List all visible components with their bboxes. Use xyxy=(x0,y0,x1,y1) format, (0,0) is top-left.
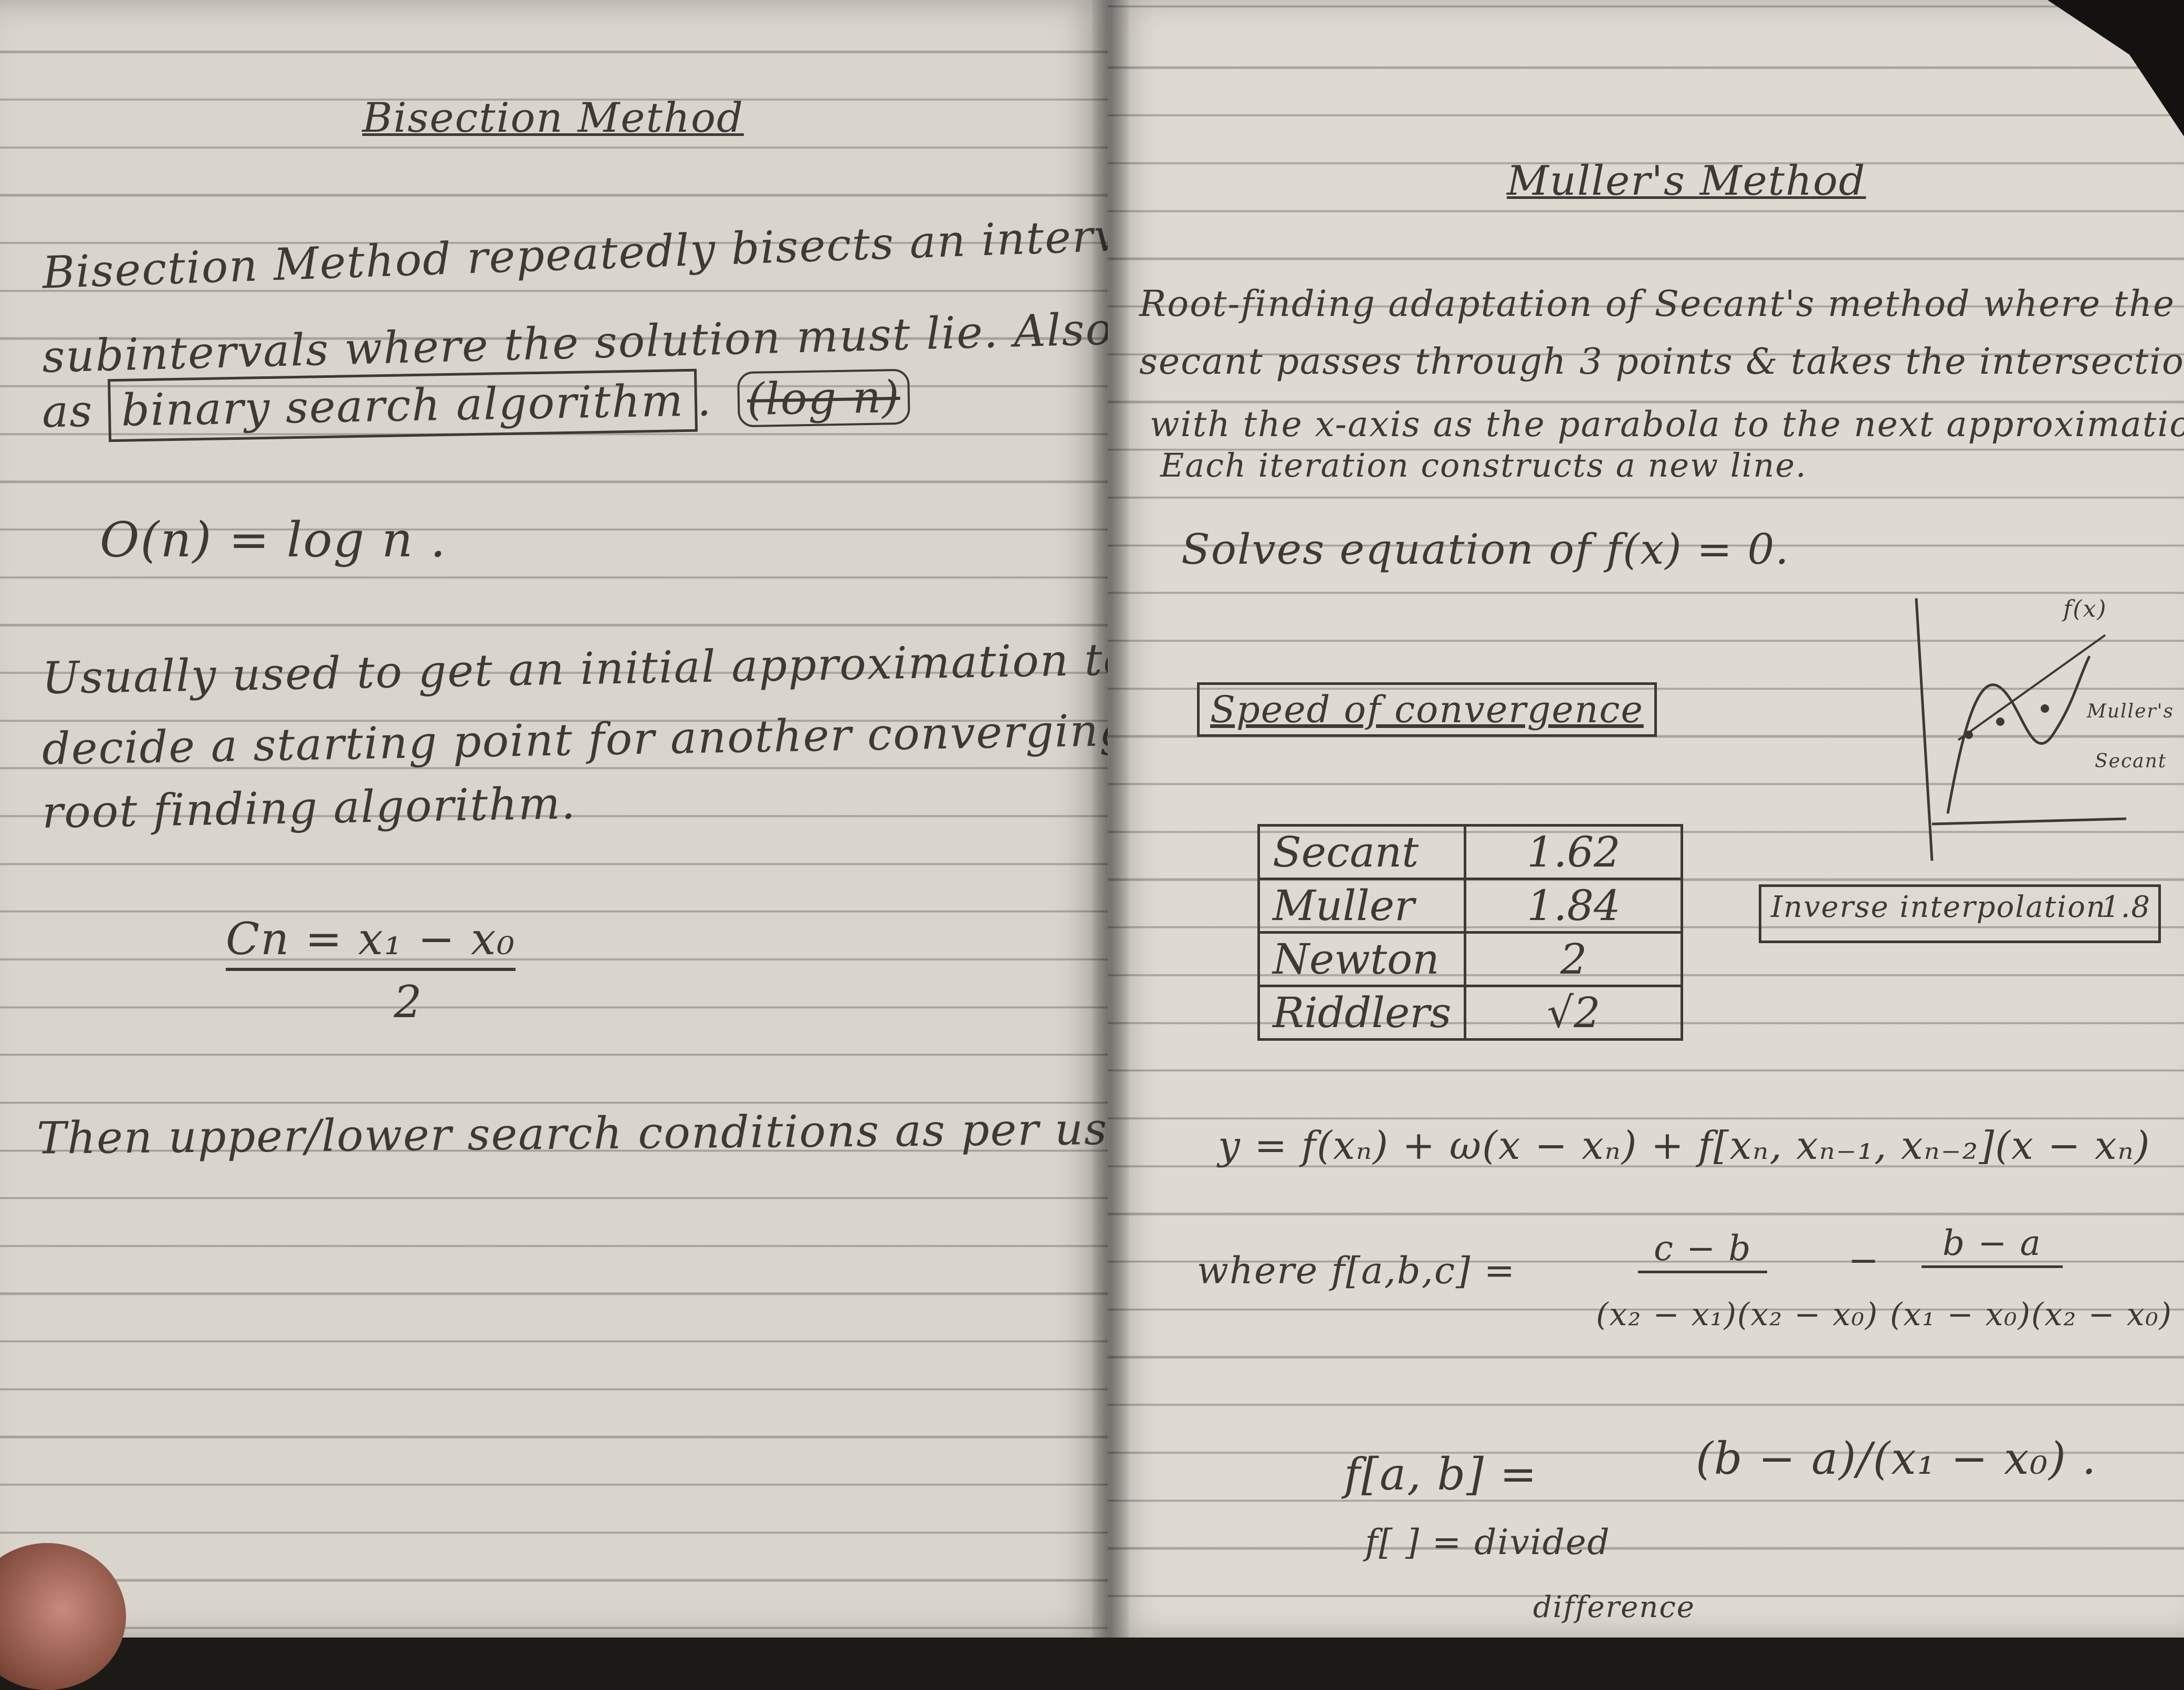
table-cell-rate: 1.62 xyxy=(1464,824,1684,880)
struck-log-note: (log n) xyxy=(737,368,910,428)
fraction2-denominator: (x₁ − x₀)(x₂ − x₀) xyxy=(1890,1296,2173,1333)
bisection-para1-prefix: as xyxy=(41,385,94,438)
graph-secant-line xyxy=(1957,634,2106,741)
bisection-closing-line: Then upper/lower search conditions as pe… xyxy=(36,1102,1108,1164)
graph-secant-label: Secant xyxy=(2095,751,2167,772)
divided-difference-where: where f[a,b,c] = xyxy=(1197,1249,1516,1292)
table-row: Muller 1.84 xyxy=(1257,878,1684,934)
convergence-speed-table: Secant 1.62 Muller 1.84 Newton 2 Riddler… xyxy=(1257,824,1684,1041)
muller-para1-line2: secant passes through 3 points & takes t… xyxy=(1139,341,2184,383)
first-divided-difference-rhs: (b − a)/(x₁ − x₀) . xyxy=(1696,1433,2097,1484)
speed-of-convergence-heading: Speed of convergence xyxy=(1197,682,1657,737)
graph-fx-label: f(x) xyxy=(2063,596,2107,622)
muller-para1-line1: Root-finding adaptation of Secant's meth… xyxy=(1139,283,2176,325)
muller-para1-line3: with the x-axis as the parabola to the n… xyxy=(1150,404,2184,445)
table-row: Newton 2 xyxy=(1257,931,1684,987)
bisection-para1-line2: subintervals where the solution must lie… xyxy=(41,299,1108,383)
table-cell-method: Riddlers xyxy=(1257,985,1467,1041)
table-row: Secant 1.62 xyxy=(1257,824,1684,880)
graph-point xyxy=(2041,704,2049,713)
midpoint-formula-numerator: Cn = x₁ − x₀ xyxy=(226,913,516,971)
notebook-gutter xyxy=(1092,0,1129,1638)
table-row: Riddlers √2 xyxy=(1257,985,1684,1041)
background-corner xyxy=(2048,0,2184,136)
table-cell-rate: √2 xyxy=(1464,985,1684,1041)
midpoint-formula-denominator: 2 xyxy=(394,976,423,1028)
divided-difference-note-line2: difference xyxy=(1533,1590,1695,1624)
table-cell-rate: 1.84 xyxy=(1464,878,1684,934)
first-divided-difference-lhs: f[a, b] = xyxy=(1344,1449,1538,1500)
fraction-minus-sign: − xyxy=(1848,1239,1880,1282)
graph-muller-label: Muller's xyxy=(2087,701,2174,722)
inverse-interpolation-value: 1.8 xyxy=(2101,890,2151,924)
graph-x-axis xyxy=(1931,817,2127,826)
left-notebook-page: Bisection Method Bisection Method repeat… xyxy=(0,0,1108,1638)
table-cell-method: Newton xyxy=(1257,931,1467,987)
bisection-para1-line1: Bisection Method repeatedly bisects an i… xyxy=(41,204,1108,299)
muller-para1-line4: Each iteration constructs a new line. xyxy=(1160,446,1807,484)
left-page-title: Bisection Method xyxy=(362,94,744,142)
bisection-para2-line3: root finding algorithm. xyxy=(41,777,577,838)
graph-function-curve xyxy=(1946,655,2091,814)
fraction1-denominator: (x₂ − x₁)(x₂ − x₀) xyxy=(1596,1296,1879,1333)
table-cell-rate: 2 xyxy=(1464,931,1684,987)
bisection-para2-line1: Usually used to get an initial approxima… xyxy=(41,633,1108,704)
muller-secant-sketch-graph xyxy=(1915,598,2127,861)
fraction1-numerator: c − b xyxy=(1638,1228,1768,1273)
right-notebook-page xyxy=(1108,0,2184,1638)
bisection-para1-suffix: . xyxy=(696,374,713,426)
bisection-para2-line2: decide a starting point for another conv… xyxy=(41,704,1108,775)
solves-equation-line: Solves equation of f(x) = 0. xyxy=(1181,525,1790,574)
table-cell-method: Muller xyxy=(1257,878,1467,934)
table-cell-method: Secant xyxy=(1257,824,1467,880)
divided-difference-note-line1: f[ ] = divided xyxy=(1365,1522,1611,1562)
binary-search-box: binary search algorithm xyxy=(107,368,698,442)
complexity-formula: O(n) = log n . xyxy=(100,512,447,568)
graph-y-axis xyxy=(1915,598,1934,861)
inverse-interpolation-box: Inverse interpolation 1.8 xyxy=(1759,884,2161,943)
fraction2-numerator: b − a xyxy=(1922,1223,2063,1268)
right-page-title: Muller's Method xyxy=(1507,157,1866,205)
graph-point xyxy=(1996,717,2004,726)
graph-point xyxy=(1965,731,1973,739)
inverse-interpolation-label: Inverse interpolation xyxy=(1771,890,2106,924)
muller-y-equation: y = f(xₙ) + ω(x − xₙ) + f[xₙ, xₙ₋₁, xₙ₋₂… xyxy=(1218,1123,2151,1168)
